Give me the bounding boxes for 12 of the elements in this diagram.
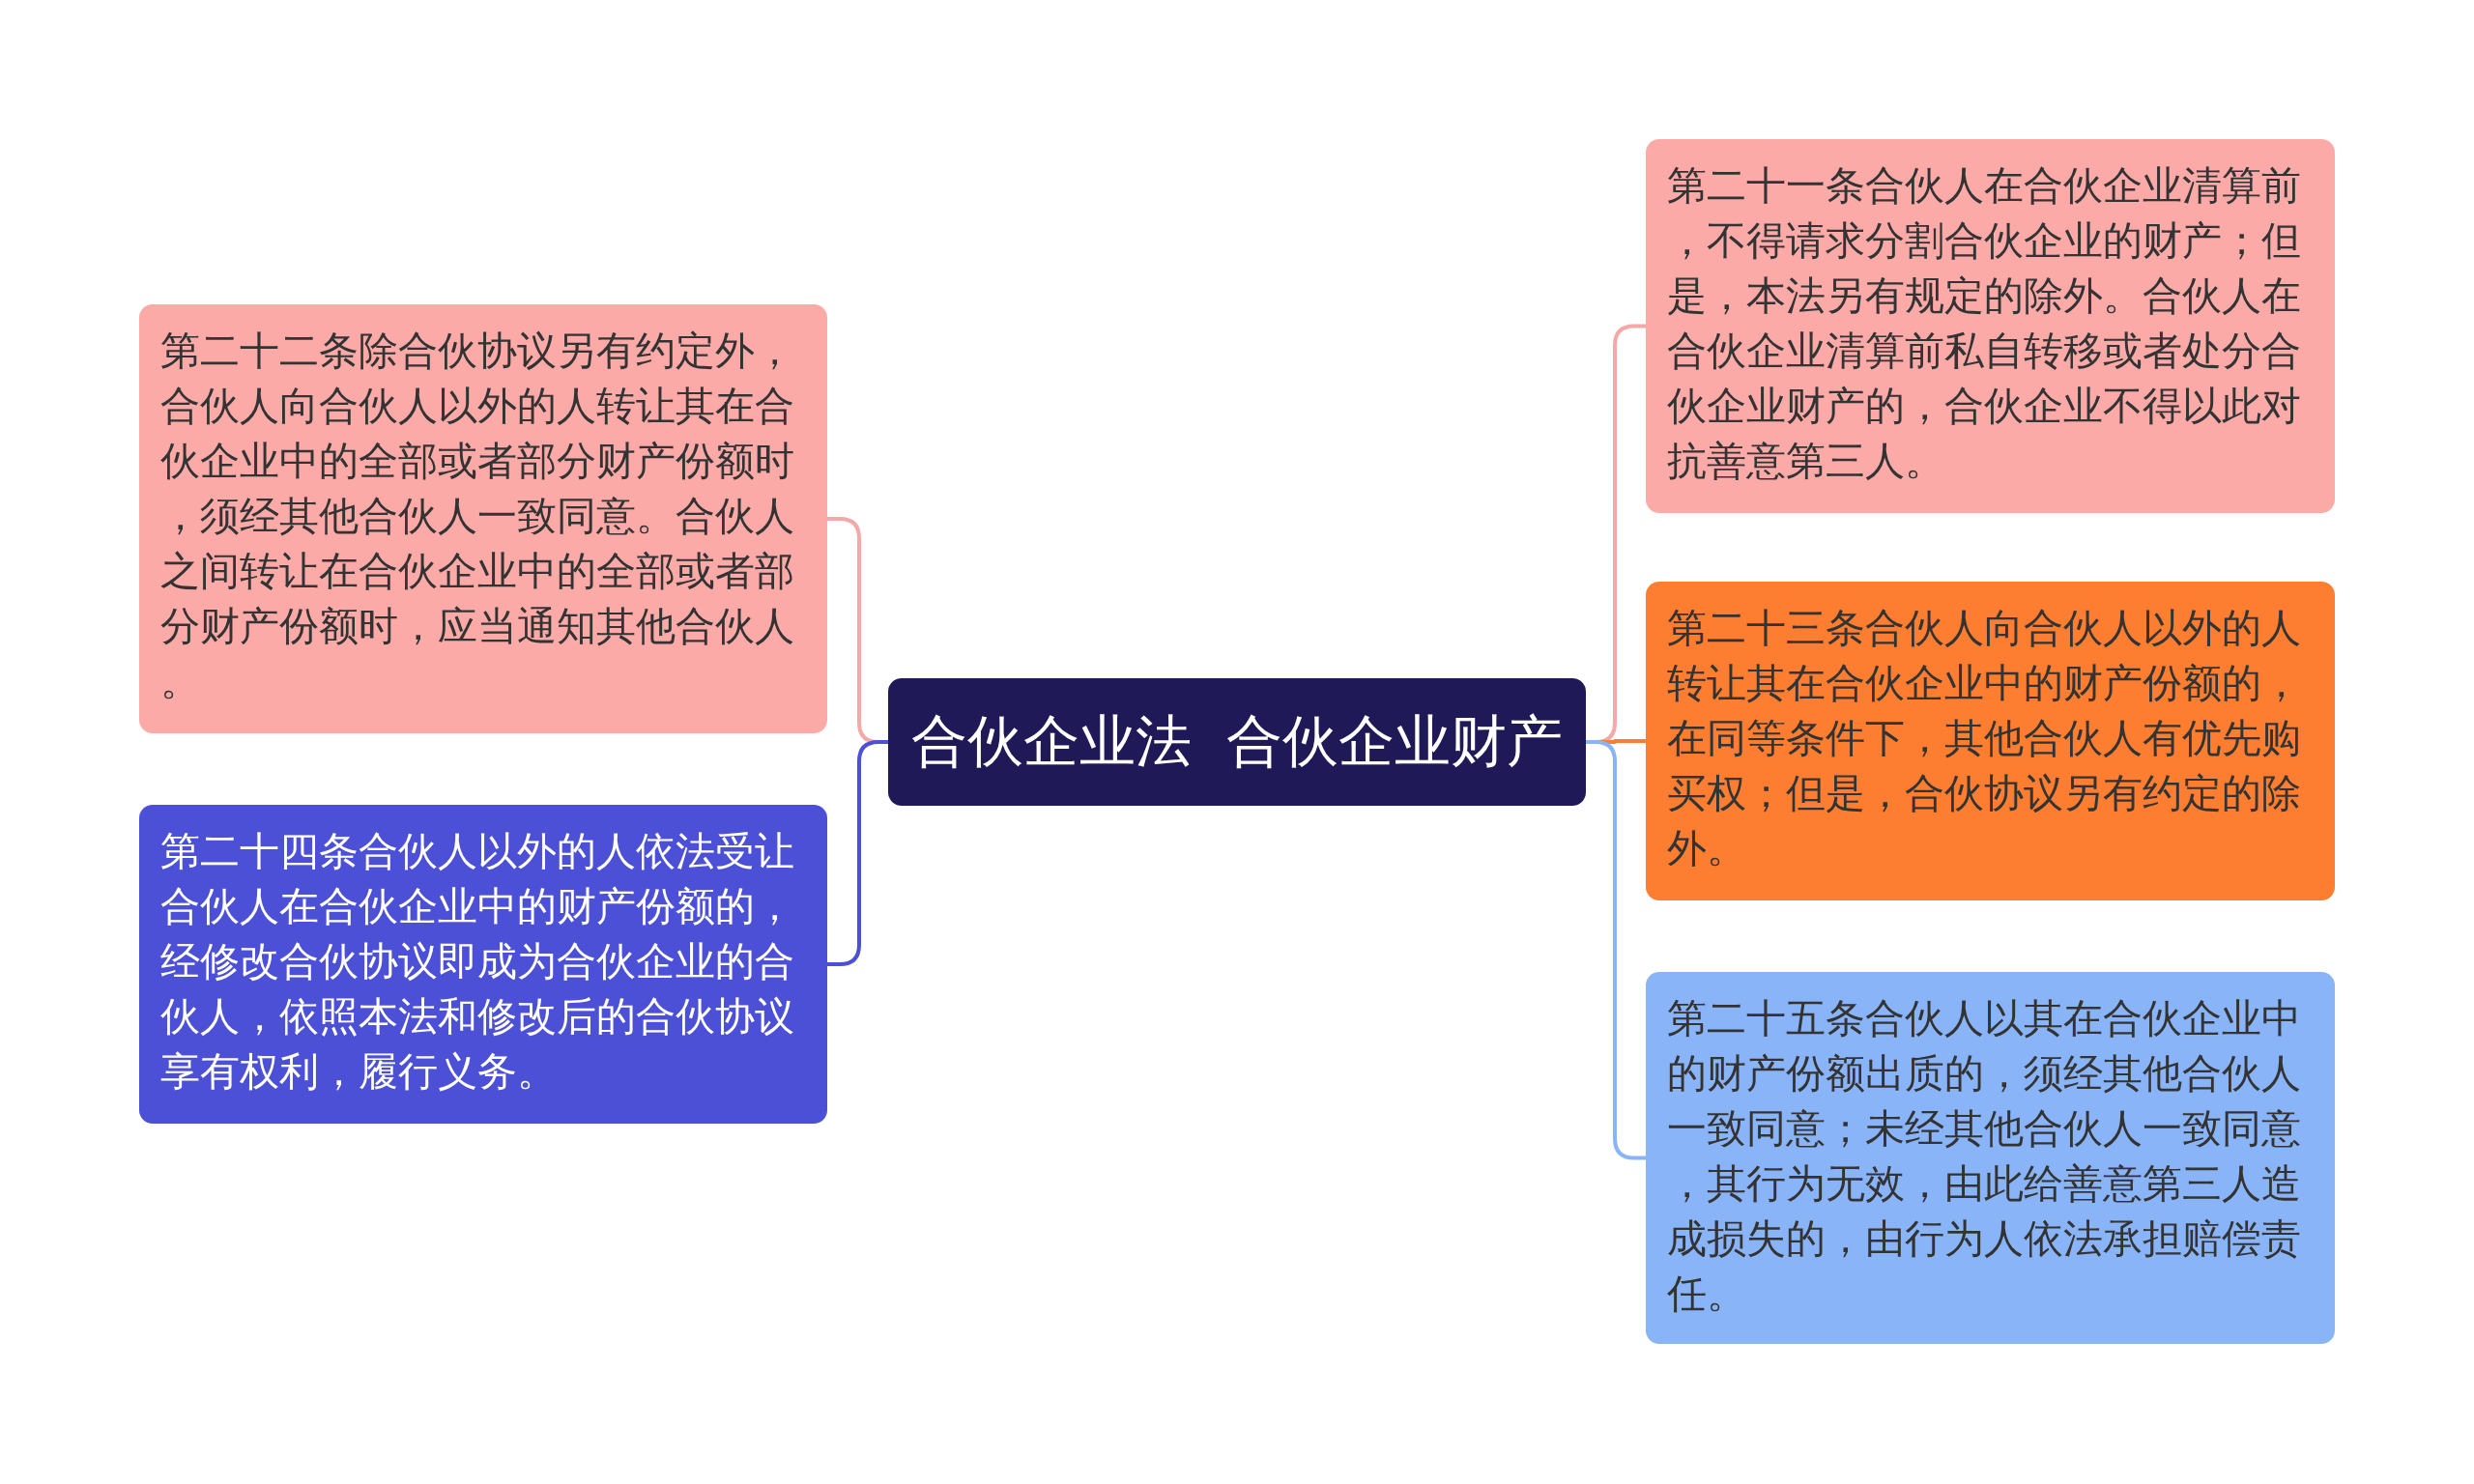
topic-text: 第二十四条合伙人以外的人依法受让合伙人在合伙企业中的财产份额的，经修改合伙协议即成为合伙企业的合伙人，依照本法和修改后的合伙协议享有权利，履行义务。 (160, 827, 795, 1097)
topic-text: 第二十五条合伙人以其在合伙企业中的财产份额出质的，须经其他合伙人一致同意；未经其他合伙人一致同意，其行为无效，由此给善意第三人造成损失的，由行为人依法承担赔偿责任。 (1667, 994, 2302, 1319)
topic-card (139, 805, 827, 1124)
topic-text: 第二十二条除合伙协议另有约定外，合伙人向合伙人以外的人转让其在合伙企业中的全部或者部分财产份额时，须经其他合伙人一致同意。合伙人之间转让在合伙企业中的全部或者部分财产份额时，应当通知其他合伙人。 (160, 327, 795, 706)
topic-text: 第二十三条合伙人向合伙人以外的人转让其在合伙企业中的财产份额的，在同等条件下，其他合伙人有优先购买权；但是，合伙协议另有约定的除外。 (1667, 604, 2302, 873)
topic-card (1646, 972, 2335, 1344)
topic-card (1646, 582, 2335, 900)
topic-card (1646, 139, 2335, 513)
central-topic-text: 合伙企业法 合伙企业财产 (910, 707, 1564, 776)
topic-card (139, 304, 827, 733)
central-topic-box (888, 678, 1586, 806)
topic-text: 第二十一条合伙人在合伙企业清算前，不得请求分割合伙企业的财产；但是，本法另有规定的除外。合伙人在合伙企业清算前私自转移或者处分合伙企业财产的，合伙企业不得以此对抗善意第三人。 (1667, 161, 2302, 486)
